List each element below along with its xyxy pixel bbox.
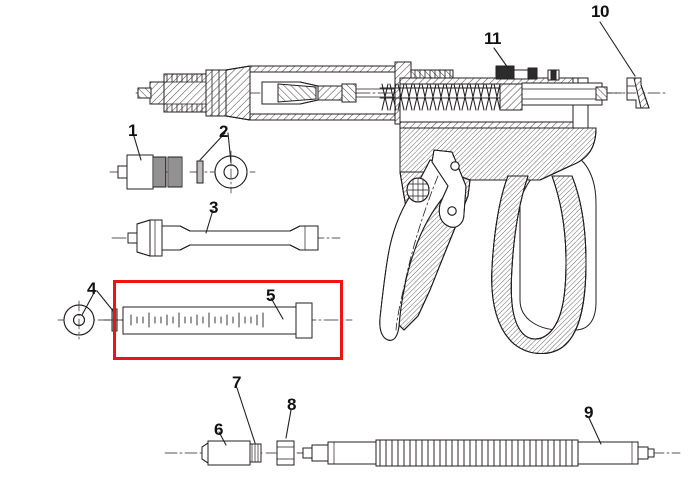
callout-label-4: 4 (87, 279, 96, 298)
callout-label-8: 8 (287, 395, 296, 414)
callout-label-3: 3 (209, 198, 218, 217)
callout-label-1: 1 (128, 121, 137, 140)
part-3-piston-rod (111, 209, 341, 257)
callout-label-7: 7 (232, 373, 241, 392)
callout-label-11: 11 (484, 29, 501, 48)
main-assembly-section (135, 61, 623, 125)
callout-label-9: 9 (584, 403, 593, 422)
part-9-flexible-hose (297, 417, 681, 467)
part-7-connector-nut (236, 387, 262, 463)
gun-body-section (379, 65, 608, 355)
callout-label-6: 6 (214, 420, 223, 439)
part-1-coupling-nut (109, 132, 186, 190)
part-6-inlet-tube (164, 431, 263, 466)
callout-label-5: 5 (266, 286, 275, 305)
part-5-graduated-barrel (103, 297, 353, 339)
part-8-spacer-bushing (265, 409, 313, 466)
part-10-flared-cap (607, 77, 669, 109)
callout-label-2: 2 (219, 122, 228, 141)
selection-highlight-box[interactable] (113, 280, 343, 360)
callout-label-10: 10 (591, 2, 609, 21)
leader-11 (493, 47, 509, 69)
leader-10 (599, 21, 636, 77)
part-2-sealing-washer (189, 132, 256, 194)
